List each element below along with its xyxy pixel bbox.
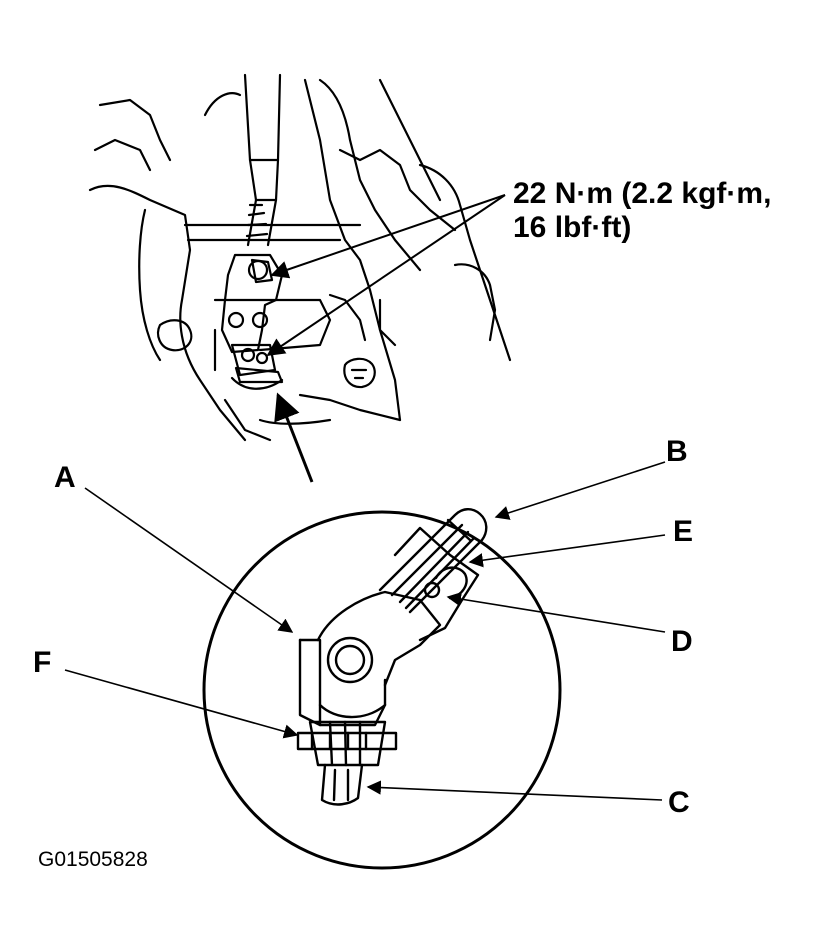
detail-circle — [202, 510, 562, 870]
body-panel-right — [303, 78, 402, 422]
torque-spec-line1: 22 N·m (2.2 kgf·m, — [513, 177, 772, 210]
spline-shaft-b — [378, 508, 488, 614]
pivot — [326, 636, 374, 684]
lower-yoke-a — [298, 638, 387, 719]
callout-a: A — [54, 461, 76, 494]
body-panel-left — [88, 184, 247, 442]
detail-joint — [296, 508, 488, 806]
callout-f: F — [33, 646, 52, 679]
callout-c: C — [668, 786, 690, 819]
figure-id: G01505828 — [38, 848, 148, 871]
detail-pointer-arrow — [274, 392, 314, 483]
torque-spec: 22 N·m (2.2 kgf·m, 16 lbf·ft) — [513, 177, 771, 245]
steering-column — [243, 73, 282, 162]
callout-e: E — [673, 515, 694, 548]
callout-d: D — [671, 625, 693, 658]
callout-leaders — [64, 461, 666, 801]
lower-shaft-c — [320, 763, 364, 806]
installed-view — [88, 73, 512, 442]
torque-leaders — [266, 194, 506, 357]
torque-spec-line2: 16 lbf·ft) — [513, 211, 632, 244]
installed-joint — [220, 253, 284, 354]
callout-b: B — [666, 435, 688, 468]
